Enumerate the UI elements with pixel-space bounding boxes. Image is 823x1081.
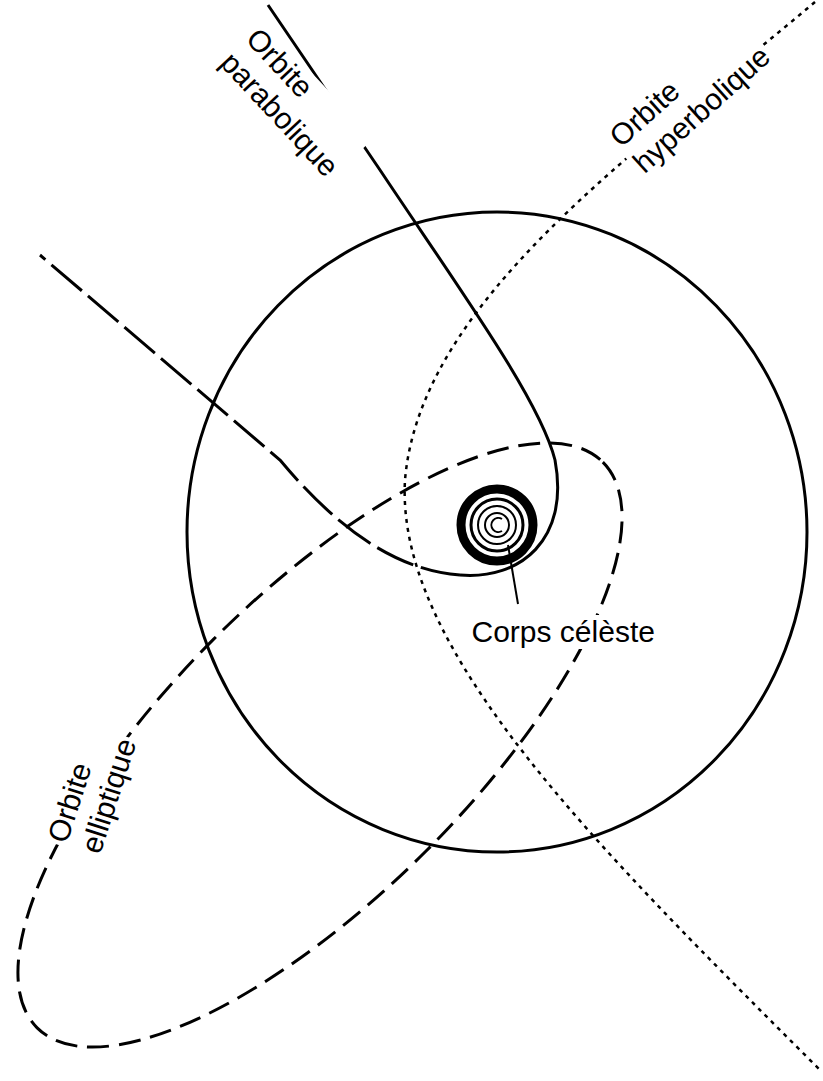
celestial-body: [461, 489, 533, 561]
hyperbolic-orbit: [405, 2, 820, 1070]
orbit-label: Orbite elliptique: [40, 720, 144, 860]
elliptic-orbit: [0, 356, 709, 1081]
leader-line: [508, 545, 518, 604]
orbit-label: Orbite hyperbolique: [601, 11, 779, 181]
circular-orbit: [187, 212, 807, 852]
body-label: Corps célèste: [469, 615, 658, 650]
parabolic-orbit-branch: [40, 255, 460, 575]
orbit-label: Orbite parabolique: [211, 19, 372, 185]
